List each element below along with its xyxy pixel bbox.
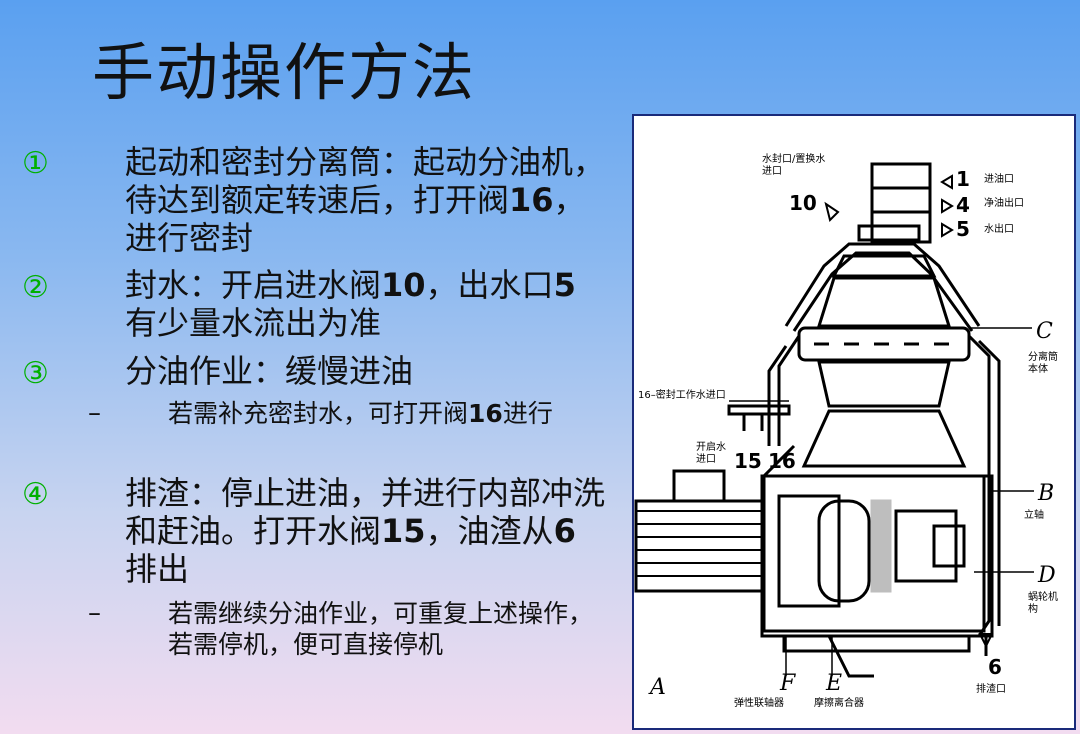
step-3-text: 分油作业：缓慢进油 <box>125 352 414 390</box>
step-3-sub-text: 若需补充密封水，可打开阀16进行 <box>168 399 553 428</box>
label-1: 1 <box>956 167 970 191</box>
separator-drawing: 水封口/置换水 进口 10 1 4 5 进油口 净油出口 水出口 C 分离筒 本… <box>634 152 1058 709</box>
step-4-sub-text: 若需继续分油作业，可重复上述操作，若需停机，便可直接停机 <box>168 599 594 659</box>
label-B: B <box>1037 481 1054 506</box>
step-4-sub-dash: – <box>88 598 101 628</box>
arrow-6-icon <box>978 633 994 649</box>
arrow-4-icon <box>941 198 954 214</box>
label-open-water-in-1: 开启水 <box>696 440 726 453</box>
hood-outline <box>784 242 981 327</box>
label-shaft: 立轴 <box>1024 508 1044 521</box>
label-seal-water-in: 16–密封工作水进口 <box>638 388 726 401</box>
motor-A <box>634 499 764 593</box>
label-clutch: 摩擦离合器 <box>814 696 864 709</box>
step-2-text: 封水：开启进水阀10，出水口5有少量水流出为准 <box>125 266 576 342</box>
label-water-seal-in-1: 水封口/置换水 <box>762 152 825 165</box>
label-F: F <box>779 671 796 696</box>
page-title: 手动操作方法 <box>92 36 477 109</box>
label-sludge-out: 排渣口 <box>976 682 1006 695</box>
label-water-seal-in-2: 进口 <box>762 165 782 177</box>
arrow-10-icon <box>824 201 840 222</box>
label-clean-oil-out: 净油出口 <box>984 196 1024 209</box>
label-6: 6 <box>988 655 1002 679</box>
seal-pipe <box>727 404 791 416</box>
inlet-head <box>870 162 932 244</box>
clutch-E <box>817 499 871 603</box>
bowl-top <box>831 254 937 278</box>
label-worm-2: 构 <box>1028 602 1038 615</box>
step-1-text: 起动和密封分离筒：起动分油机，待达到额定转速后，打开阀16，进行密封 <box>125 143 606 257</box>
label-bowl-body-2: 本体 <box>1028 362 1048 375</box>
bowl-band <box>797 326 971 362</box>
step-2-marker: ② <box>22 270 49 305</box>
step-4-text: 排渣：停止进油，并进行内部冲洗和赶油。打开水阀15，油渣从6排出 <box>125 474 606 588</box>
label-5: 5 <box>956 217 970 241</box>
label-D: D <box>1037 563 1056 588</box>
label-bowl-body-1: 分离筒 <box>1028 350 1058 363</box>
step-3-sub-dash: – <box>88 398 101 428</box>
step-1-marker: ① <box>22 146 49 181</box>
arrow-1-icon <box>940 174 953 190</box>
coupling-F <box>777 494 841 608</box>
label-coupling: 弹性联轴器 <box>734 696 784 709</box>
label-E: E <box>825 671 842 696</box>
label-open-water-in-2: 进口 <box>696 453 716 465</box>
label-oil-in: 进油口 <box>984 172 1014 185</box>
step-list: ① 起动和密封分离筒：起动分油机，待达到额定转速后，打开阀16，进行密封 ② 封… <box>22 143 606 659</box>
step-4-marker: ④ <box>22 477 49 512</box>
label-A: A <box>648 675 666 700</box>
motor-fins <box>636 510 762 577</box>
label-15: 15 <box>734 449 762 473</box>
label-water-out: 水出口 <box>984 222 1014 235</box>
label-C: C <box>1036 319 1053 344</box>
label-4: 4 <box>956 193 970 217</box>
arrow-5-icon <box>941 222 954 238</box>
step-3-marker: ③ <box>22 356 49 391</box>
label-worm-1: 蜗轮机 <box>1028 590 1058 603</box>
label-10: 10 <box>789 191 817 215</box>
label-16: 16 <box>768 449 796 473</box>
separator-diagram: 水封口/置换水 进口 10 1 4 5 进油口 净油出口 水出口 C 分离筒 本… <box>632 114 1076 730</box>
